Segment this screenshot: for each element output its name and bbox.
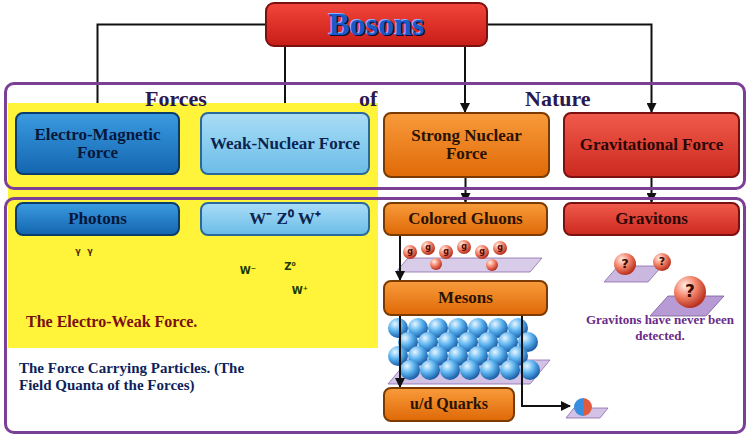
- graviton-sphere: [674, 276, 706, 308]
- particle-box: W⁻ Z⁰ W⁺: [200, 202, 370, 236]
- box-label: Bosons: [328, 8, 424, 42]
- gluon-balls: [403, 240, 507, 271]
- box-label: Colored Gluons: [408, 210, 522, 228]
- sphere-label: ?: [618, 257, 632, 270]
- band-heading: The Electro-Weak Force.: [26, 313, 366, 331]
- band-heading: of: [359, 87, 419, 111]
- particle-box: Colored Gluons: [383, 202, 548, 236]
- sphere-label: g: [459, 243, 469, 251]
- sphere-label: γ: [72, 248, 84, 256]
- graviton-sphere: [653, 253, 671, 271]
- plane: [388, 360, 550, 384]
- arrow-connector: [399, 316, 401, 387]
- graviton-sphere: [614, 253, 636, 275]
- sphere-label: W⁺: [288, 286, 312, 296]
- sphere-label: g: [405, 248, 415, 256]
- sphere-label: γ: [84, 248, 96, 256]
- plane: [396, 258, 542, 272]
- box-label: W⁻ Z⁰ W⁺: [249, 210, 321, 228]
- band-heading: The Force Carrying Particles. (The Field…: [19, 360, 269, 393]
- sphere-label: ?: [656, 256, 668, 267]
- particle-box: u/d Quarks: [383, 387, 515, 422]
- force-box: Weak-Nuclear Force: [200, 112, 370, 175]
- band-heading: Forces: [145, 87, 265, 111]
- leader-line: [522, 316, 570, 406]
- box-label: Electro-Magnetic Force: [23, 126, 172, 162]
- quark-sphere: [583, 398, 592, 416]
- forces-band: Forces of NatureElectro-Magnetic Force Weak…: [4, 82, 746, 190]
- band-heading: Nature: [525, 87, 665, 111]
- sphere-label: g: [495, 244, 505, 252]
- box-label: Gravitons: [615, 210, 688, 228]
- box-label: Weak-Nuclear Force: [210, 135, 360, 153]
- box-label: Gravitational Force: [580, 136, 724, 154]
- force-box: Electro-Magnetic Force: [15, 112, 180, 175]
- sphere-label: g: [423, 244, 433, 252]
- sphere-label: W⁻: [236, 266, 260, 276]
- arrow-connector: [399, 236, 401, 280]
- sphere-label: Z⁰: [278, 262, 302, 272]
- particle-box: Photons: [15, 202, 180, 236]
- box-label: Strong Nuclear Force: [391, 127, 542, 163]
- box-label: Mesons: [438, 289, 493, 307]
- arrow-connector: [464, 47, 466, 112]
- particle-box: Gravitons: [563, 202, 740, 236]
- quark-sphere: [574, 398, 583, 416]
- box-label: Photons: [68, 210, 127, 228]
- force-box: Gravitational Force: [563, 112, 740, 178]
- note: Gravitons have never been detected.: [585, 312, 735, 343]
- particle-box: Mesons: [383, 280, 548, 316]
- force-box: Strong Nuclear Force: [383, 112, 550, 178]
- sphere-label: g: [441, 248, 451, 256]
- sphere-label: ?: [682, 283, 698, 300]
- arrow-connector: [98, 25, 266, 113]
- title-box: Bosons: [265, 2, 488, 47]
- sphere-label: g: [477, 248, 487, 256]
- box-label: u/d Quarks: [410, 396, 488, 413]
- meson-balls: [388, 318, 540, 380]
